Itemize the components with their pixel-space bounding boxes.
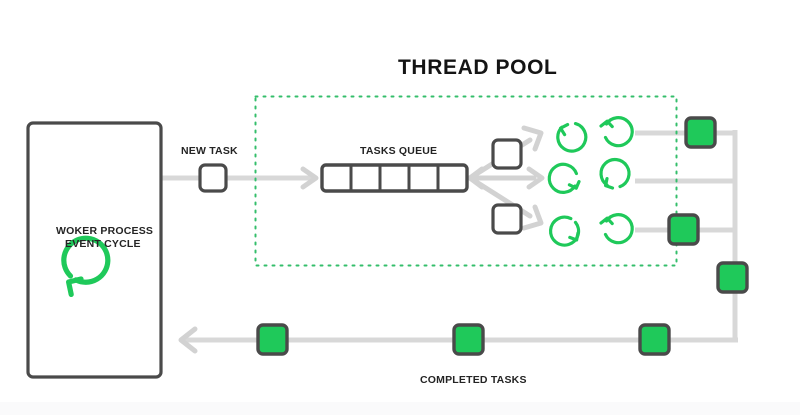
label-completed-tasks: COMPLETED TASKS — [420, 374, 527, 386]
thread-row-2 — [547, 157, 631, 194]
thread-cycle-icon — [599, 157, 631, 190]
arrowhead-dispatch-mid — [526, 166, 545, 190]
worker-process-box[interactable] — [26, 121, 163, 379]
arrowhead-dispatch-up — [521, 125, 544, 152]
result-square-1[interactable] — [684, 116, 717, 149]
refresh-cycle-icon — [61, 235, 111, 297]
thread-cycle-icon — [599, 213, 634, 245]
result-square-2[interactable] — [667, 213, 700, 246]
label-new-task: NEW TASK — [181, 145, 238, 157]
label-tasks-queue: TASKS QUEUE — [360, 145, 438, 157]
dispatch-square-top[interactable] — [491, 138, 523, 170]
thread-cycle-icon — [548, 215, 581, 247]
thread-cycle-icon — [547, 162, 581, 194]
completed-square-3[interactable] — [638, 323, 671, 356]
completed-square-2[interactable] — [452, 323, 485, 356]
completed-square-1[interactable] — [256, 323, 289, 356]
arrowhead-into-queue — [300, 166, 319, 190]
thread-row-1 — [556, 116, 634, 153]
arrowhead-return-to-worker — [178, 326, 198, 354]
tasks-queue[interactable] — [320, 163, 469, 193]
thread-row-3 — [548, 213, 634, 247]
arrowhead-dispatch-down — [521, 204, 544, 231]
label-worker-process-line1: WOKER PROCESS — [56, 225, 154, 237]
dispatch-square-bottom[interactable] — [491, 203, 523, 235]
thread-cycle-icon — [599, 116, 634, 148]
new-task-square[interactable] — [198, 163, 228, 193]
page-title: THREAD POOL — [398, 56, 558, 79]
flow-connectors — [162, 125, 738, 354]
thread-pool-boundary — [254, 95, 678, 267]
bottom-strip — [0, 402, 800, 415]
label-worker-process-line2: EVENT CYCLE — [65, 238, 141, 250]
tasks-queue-outer — [320, 163, 469, 193]
result-square-3[interactable] — [716, 261, 749, 294]
thread-cycle-icon — [556, 121, 588, 153]
